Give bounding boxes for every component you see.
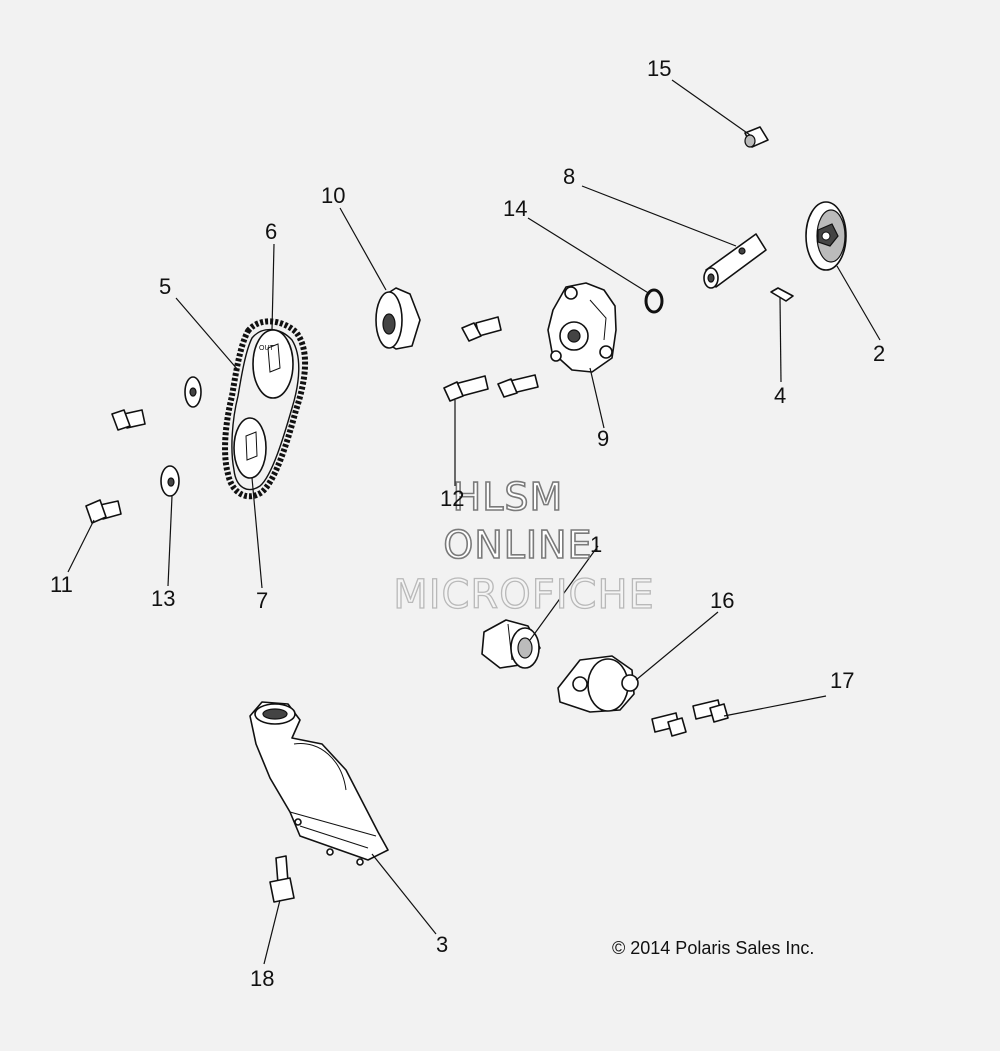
leader-lines (67, 79, 881, 965)
svg-text:OUT: OUT (259, 345, 275, 352)
callout-12: 12 (440, 486, 464, 511)
callout-17: 17 (830, 668, 854, 693)
callout-15: 15 (647, 56, 671, 81)
part-8-shaft (703, 233, 767, 289)
watermark-line-2: ONLINE (443, 523, 592, 567)
part-13-washers (160, 376, 202, 497)
watermark-line-3: MICROFICHE (393, 572, 655, 618)
part-9-pump-housing (547, 282, 617, 373)
part-11-bolts (85, 409, 146, 524)
callout-5: 5 (159, 274, 171, 299)
callout-8: 8 (563, 164, 575, 189)
callout-13: 13 (151, 586, 175, 611)
callout-4: 4 (774, 383, 786, 408)
callout-9: 9 (597, 426, 609, 451)
callout-7: 7 (256, 588, 268, 613)
callout-16: 16 (710, 588, 734, 613)
copyright-notice: © 2014 Polaris Sales Inc. (612, 938, 815, 958)
part-2-rotor (805, 201, 847, 271)
callout-labels: 15 8 14 10 6 5 2 4 9 12 1 11 13 7 16 17 … (50, 56, 885, 991)
part-10-spacer (375, 287, 421, 350)
callout-14: 14 (503, 196, 527, 221)
part-15-bushing (744, 126, 769, 148)
callout-1: 1 (590, 532, 602, 557)
part-1-valve (481, 619, 541, 669)
callout-2: 2 (873, 341, 885, 366)
callout-11: 11 (50, 572, 73, 597)
callout-10: 10 (321, 183, 345, 208)
part-17-bolts (651, 699, 729, 737)
part-18-bolt (269, 855, 295, 903)
callout-3: 3 (436, 932, 448, 957)
part-14-o-ring (644, 288, 664, 314)
part-12-bolts (443, 316, 539, 402)
callout-18: 18 (250, 966, 274, 991)
watermark-line-1: HLSM (453, 475, 564, 519)
part-5-6-7-chain-and-sprockets: OUT (222, 318, 308, 500)
watermark: HLSM ONLINE MICROFICHE (393, 474, 655, 618)
callout-6: 6 (265, 219, 277, 244)
part-16-housing (557, 655, 639, 713)
part-4-pin (770, 287, 794, 302)
part-3-oil-pickup (249, 701, 389, 866)
